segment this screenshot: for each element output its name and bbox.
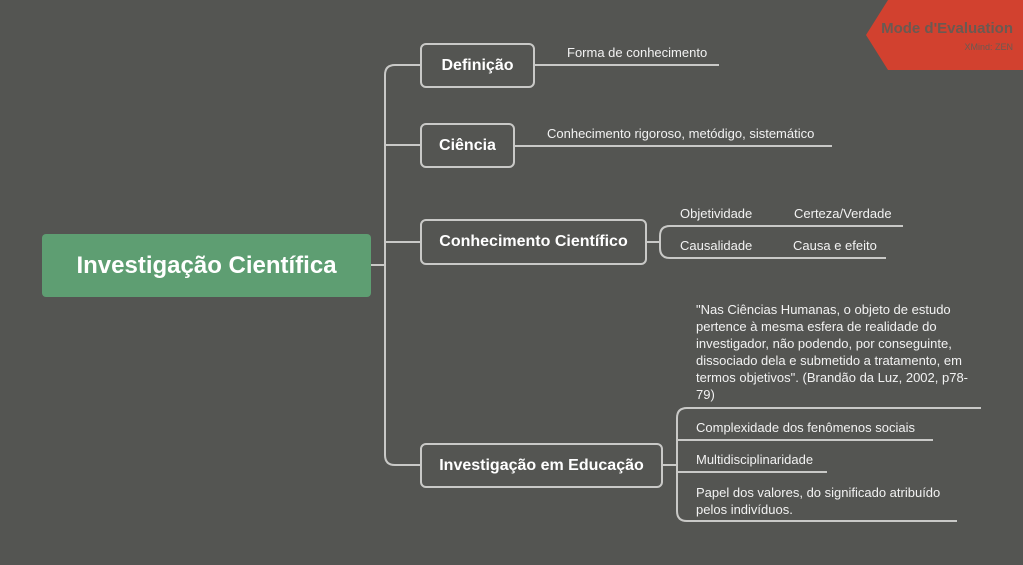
topic-investigacao-educacao[interactable]: Investigação em Educação xyxy=(420,443,663,488)
subtopic-multidisciplinaridade[interactable]: Multidisciplinaridade xyxy=(696,452,814,467)
root-topic[interactable]: Investigação Científica xyxy=(42,234,371,297)
subtopic-forma-conhecimento[interactable]: Forma de conhecimento xyxy=(567,45,708,60)
subtopic-conhecimento-rigoroso[interactable]: Conhecimento rigoroso, metódigo, sistemá… xyxy=(547,126,815,141)
topic-conhecimento-cientifico[interactable]: Conhecimento Científico xyxy=(420,219,647,265)
subtopic-complexidade[interactable]: Complexidade dos fenômenos sociais xyxy=(696,420,915,435)
watermark-title: Mode d'Evaluation xyxy=(881,20,1013,37)
subtopic-papel-valores[interactable]: Papel dos valores, do significado atribu… xyxy=(696,485,941,517)
topic-definicao[interactable]: Definição xyxy=(420,43,535,88)
subtopic-objetividade[interactable]: Objetividade xyxy=(680,206,753,221)
subtopic-causa-efeito[interactable]: Causa e efeito xyxy=(793,238,877,253)
watermark-brand: XMind: ZEN xyxy=(964,42,1013,52)
subtopic-certeza-verdade[interactable]: Certeza/Verdade xyxy=(794,206,892,221)
subtopic-citacao[interactable]: "Nas Ciências Humanas, o objeto de estud… xyxy=(696,302,968,402)
evaluation-watermark: Mode d'Evaluation XMind: ZEN xyxy=(858,0,1023,70)
topic-ciencia[interactable]: Ciência xyxy=(420,123,515,168)
subtopic-causalidade[interactable]: Causalidade xyxy=(680,238,753,253)
